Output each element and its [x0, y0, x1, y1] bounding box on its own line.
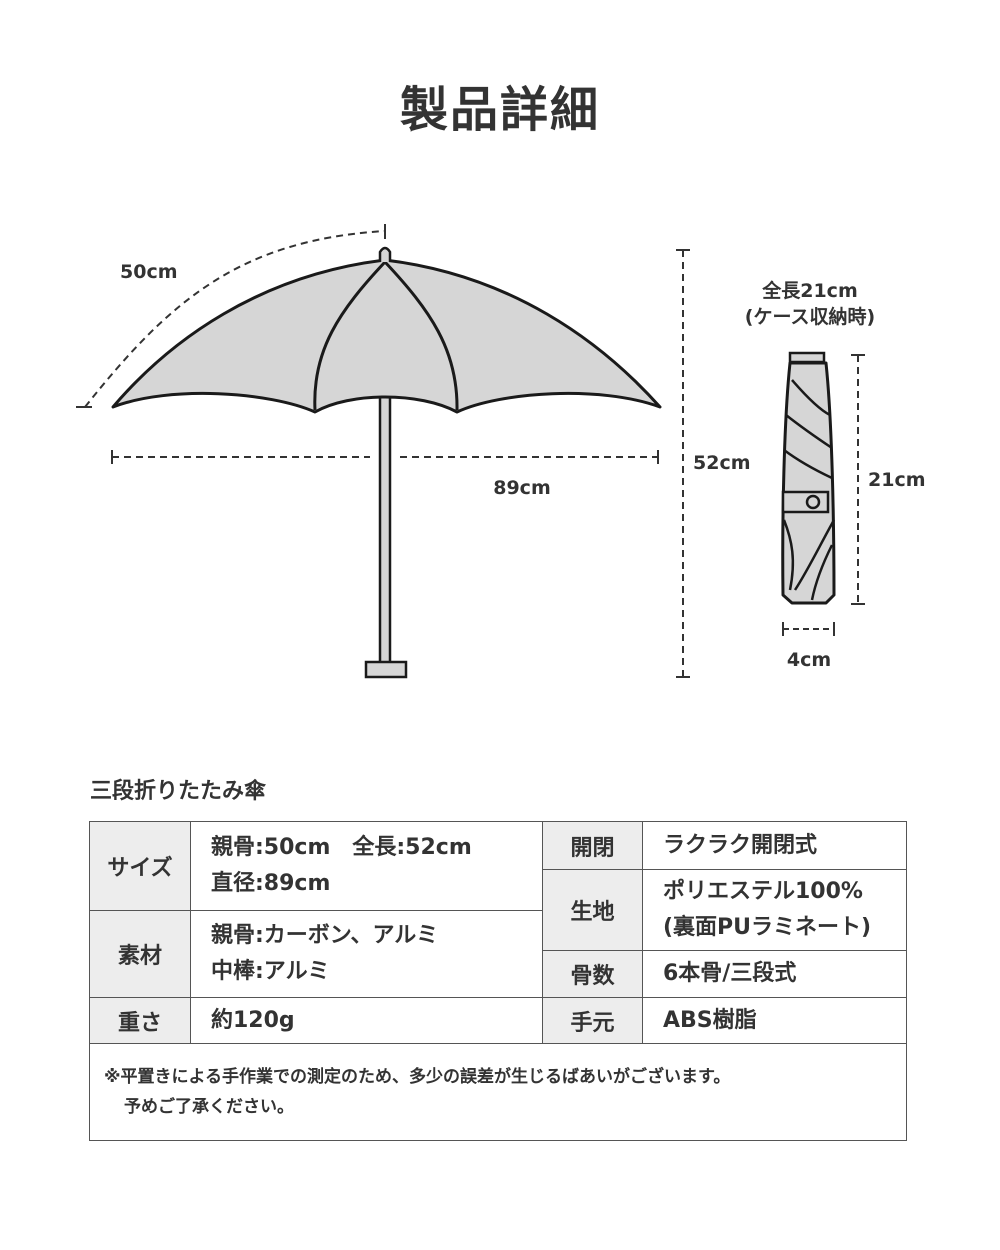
- weight-value: 約120g: [190, 997, 543, 1044]
- umbrella-diagram: 50cm 89cm 52cm 全長21cm (ケース収納時): [76, 224, 926, 679]
- folded-caption-line2: (ケース収納時): [745, 305, 875, 328]
- folded-length-dimension: 21cm: [851, 354, 926, 605]
- open-length-label: 52cm: [693, 452, 751, 474]
- umbrella-tip: [378, 246, 392, 262]
- opening-value: ラクラク開閉式: [642, 821, 907, 870]
- open-umbrella: [111, 246, 662, 679]
- umbrella-handle: [364, 660, 408, 679]
- material-line2: 中棒:アルミ: [211, 959, 330, 984]
- material-line1: 親骨:カーボン、アルミ: [211, 923, 439, 948]
- diameter-label: 89cm: [493, 477, 551, 499]
- ribs-value: 6本骨/三段式: [642, 950, 907, 998]
- umbrella-shaft: [378, 394, 392, 666]
- folded-width-label: 4cm: [787, 649, 831, 671]
- folded-width-dimension: 4cm: [782, 622, 835, 671]
- size-label: サイズ: [89, 821, 191, 911]
- page-title: 製品詳細: [399, 82, 600, 138]
- size-line1: 親骨:50cm 全長:52cm: [211, 835, 472, 860]
- ribs-label: 骨数: [542, 950, 643, 998]
- folded-umbrella: [781, 351, 836, 605]
- product-type: 三段折りたたみ傘: [90, 779, 267, 804]
- rib-length-label: 50cm: [120, 261, 178, 283]
- size-value: 親骨:50cm 全長:52cm 直径:89cm: [190, 821, 543, 911]
- fabric-label: 生地: [542, 869, 643, 951]
- strap-button: [805, 494, 821, 510]
- measurement-note: ※平置きによる手作業での測定のため、多少の誤差が生じるばあいがございます。 予め…: [89, 1043, 907, 1141]
- folded-strap: [781, 490, 830, 514]
- folded-length-label: 21cm: [868, 469, 926, 491]
- material-label: 素材: [89, 910, 191, 998]
- size-line2: 直径:89cm: [211, 871, 331, 896]
- fabric-line1: ポリエステル100%: [663, 879, 863, 904]
- weight-label: 重さ: [89, 997, 191, 1044]
- folded-caption-line1: 全長21cm: [761, 279, 858, 302]
- rib-length-dimension: 50cm: [76, 224, 386, 408]
- handle-value: ABS樹脂: [642, 997, 907, 1044]
- handle-label: 手元: [542, 997, 643, 1044]
- fabric-line2: (裏面PUラミネート): [663, 915, 872, 940]
- open-length-dimension: 52cm: [676, 249, 751, 678]
- diameter-dimension: 89cm: [111, 450, 659, 499]
- note-line1: ※平置きによる手作業での測定のため、多少の誤差が生じるばあいがございます。: [104, 1067, 731, 1087]
- material-value: 親骨:カーボン、アルミ 中棒:アルミ: [190, 910, 543, 998]
- umbrella-canopy: [111, 258, 662, 414]
- spec-table: サイズ 親骨:50cm 全長:52cm 直径:89cm 開閉 ラクラク開閉式 生…: [89, 821, 907, 1141]
- opening-label: 開閉: [542, 821, 643, 870]
- fabric-value: ポリエステル100% (裏面PUラミネート): [642, 869, 907, 951]
- note-line2: 予めご了承ください。: [124, 1097, 294, 1117]
